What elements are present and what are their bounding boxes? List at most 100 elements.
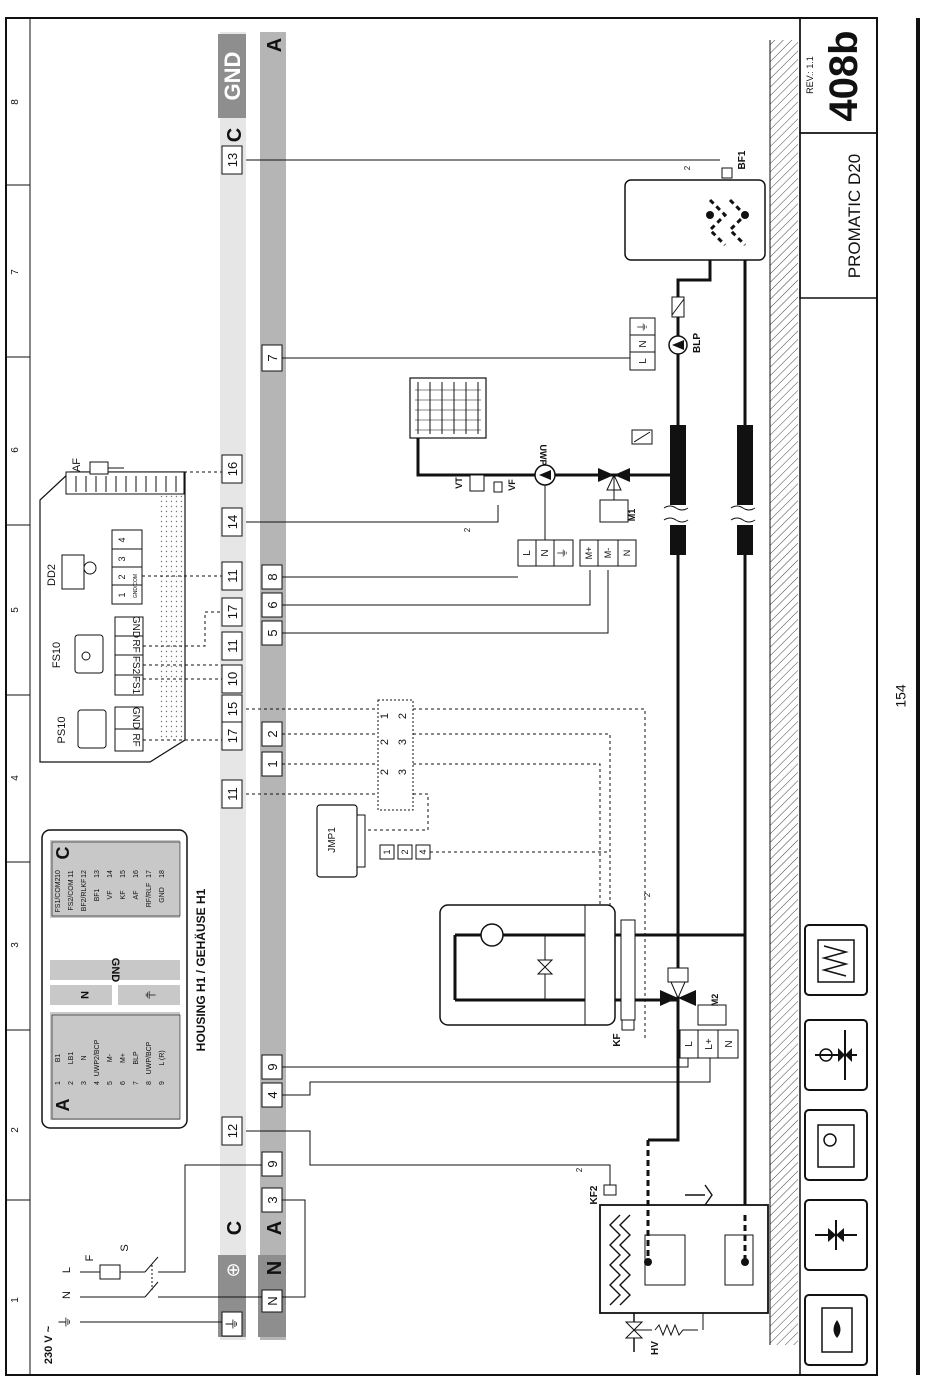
pe-circle-symbol: ⊕ xyxy=(223,1262,243,1277)
svg-text:8: 8 xyxy=(265,573,280,580)
hv-label: HV xyxy=(650,1341,661,1355)
page-number: 154 xyxy=(892,684,909,708)
m1-mixing-valve: M1 M+ M- N xyxy=(579,468,637,567)
svg-text:17: 17 xyxy=(225,729,240,743)
svg-text:GND: GND xyxy=(130,707,141,729)
wall-hatch xyxy=(770,40,798,1345)
m1-label: M1 xyxy=(627,509,637,522)
svg-text:6: 6 xyxy=(265,601,280,608)
svg-text:4: 4 xyxy=(117,537,127,542)
svg-text:1: 1 xyxy=(379,713,391,719)
svg-text:AF: AF xyxy=(133,891,140,900)
pipe-sleeves xyxy=(662,425,761,555)
svg-text:RF: RF xyxy=(130,639,141,652)
svg-text:11: 11 xyxy=(225,639,240,653)
diagram-number: 408b xyxy=(822,30,866,121)
terminal-a2: 2 xyxy=(261,721,283,747)
table-a-row: 1B1 xyxy=(55,1054,62,1085)
svg-text:14: 14 xyxy=(225,515,240,529)
svg-text:9: 9 xyxy=(265,1160,280,1167)
room-devices: AF DD2 1 2 3 4 GND/COM FS10 GND RF FS2 F… xyxy=(39,458,222,763)
kf2-label: KF2 xyxy=(589,1185,600,1204)
supply-n-label: N xyxy=(61,1291,73,1299)
terminal-c16: 16 xyxy=(221,454,243,484)
grid-number-4: 4 xyxy=(10,775,21,781)
product-name: PROMATIC D20 xyxy=(845,154,864,278)
blp-pump: BLP L N ⏚ xyxy=(629,296,703,371)
vt-label: VT xyxy=(454,477,464,489)
title-block: REV.: 1.1 408b PROMATIC D20 xyxy=(799,17,878,1375)
svg-text:5: 5 xyxy=(107,1081,114,1085)
boiler-icon xyxy=(804,1294,868,1366)
vt-thermostat: VT VF 2 xyxy=(454,474,517,532)
terminal-c11-b: 11 xyxy=(221,631,243,661)
svg-text:N: N xyxy=(622,550,632,557)
table-c-header: C xyxy=(53,847,73,860)
gnd-bus-header xyxy=(218,34,246,118)
svg-text:1: 1 xyxy=(117,592,127,597)
pump-valve-icon xyxy=(804,1019,868,1091)
fs10-label: FS10 xyxy=(51,642,63,668)
svg-text:M-: M- xyxy=(107,1053,114,1062)
svg-text:FS1: FS1 xyxy=(130,676,141,695)
svg-text:3: 3 xyxy=(117,556,127,561)
blp-label: BLP xyxy=(692,333,703,353)
terminal-c9: 9 xyxy=(261,1151,283,1177)
svg-text:2: 2 xyxy=(400,849,410,854)
svg-text:6: 6 xyxy=(120,1081,127,1085)
terminal-c13: 13 xyxy=(221,145,243,175)
svg-text:M-: M- xyxy=(603,548,613,559)
svg-text:7: 7 xyxy=(265,354,280,361)
terminal-c14: 14 xyxy=(221,507,243,537)
legend-n: N xyxy=(78,991,90,999)
af-label: AF xyxy=(71,458,83,472)
svg-text:BLP: BLP xyxy=(133,1051,140,1065)
svg-text:LB1: LB1 xyxy=(68,1052,75,1065)
heating-check-valve xyxy=(631,429,653,445)
kf2-wire-size: 2 xyxy=(575,1167,584,1172)
svg-text:RF/RLF: RF/RLF xyxy=(146,883,153,908)
jumper-area: JMP1 1 2 4 1 2 2 3 2 3 xyxy=(246,699,646,1040)
vf-label: VF xyxy=(507,479,517,491)
table-a-row: 3N xyxy=(81,1055,88,1084)
drawing-frame xyxy=(5,17,878,1376)
grid-number-5: 5 xyxy=(10,607,21,613)
svg-text:2: 2 xyxy=(68,1081,75,1085)
table-a-row: 6M+ xyxy=(120,1053,127,1085)
svg-text:M+: M+ xyxy=(584,547,594,560)
ps10-label: PS10 xyxy=(56,717,68,744)
grid-number-6: 6 xyxy=(10,447,21,453)
terminal-c11-a: 11 xyxy=(221,561,243,591)
svg-text:2: 2 xyxy=(397,713,409,719)
buffer-tank-icon xyxy=(804,924,868,996)
uwp-label: UWP xyxy=(538,445,548,466)
svg-text:L+: L+ xyxy=(704,1038,715,1050)
gnd-bus-label: GND xyxy=(220,52,245,101)
terminal-a4: 4 xyxy=(261,1082,283,1108)
supply-pe-symbol: ⏚ xyxy=(57,1315,73,1329)
svg-text:L: L xyxy=(684,1041,695,1047)
mains-supply: 230 V ~ ⏚ N L F S xyxy=(43,1164,306,1364)
a-bus-terminals: 7 8 6 5 2 1 9 4 3 xyxy=(261,344,283,1213)
c-bus-terminals: 13 16 14 11 17 11 10 15 17 11 12 9 xyxy=(221,145,283,1177)
svg-text:FS2/COM: FS2/COM xyxy=(68,879,75,910)
svg-text:1: 1 xyxy=(55,1081,62,1085)
table-a-row: 5 M- xyxy=(107,1053,114,1085)
grid-strip: 1 2 3 4 5 6 7 8 xyxy=(6,99,30,1303)
svg-text:L: L xyxy=(638,358,649,364)
svg-text:GND: GND xyxy=(159,887,166,903)
n-terminal-label: N xyxy=(265,1296,280,1305)
svg-text:14: 14 xyxy=(107,870,114,878)
svg-text:1: 1 xyxy=(382,849,392,854)
svg-text:2: 2 xyxy=(379,739,391,745)
svg-text:16: 16 xyxy=(133,870,140,878)
